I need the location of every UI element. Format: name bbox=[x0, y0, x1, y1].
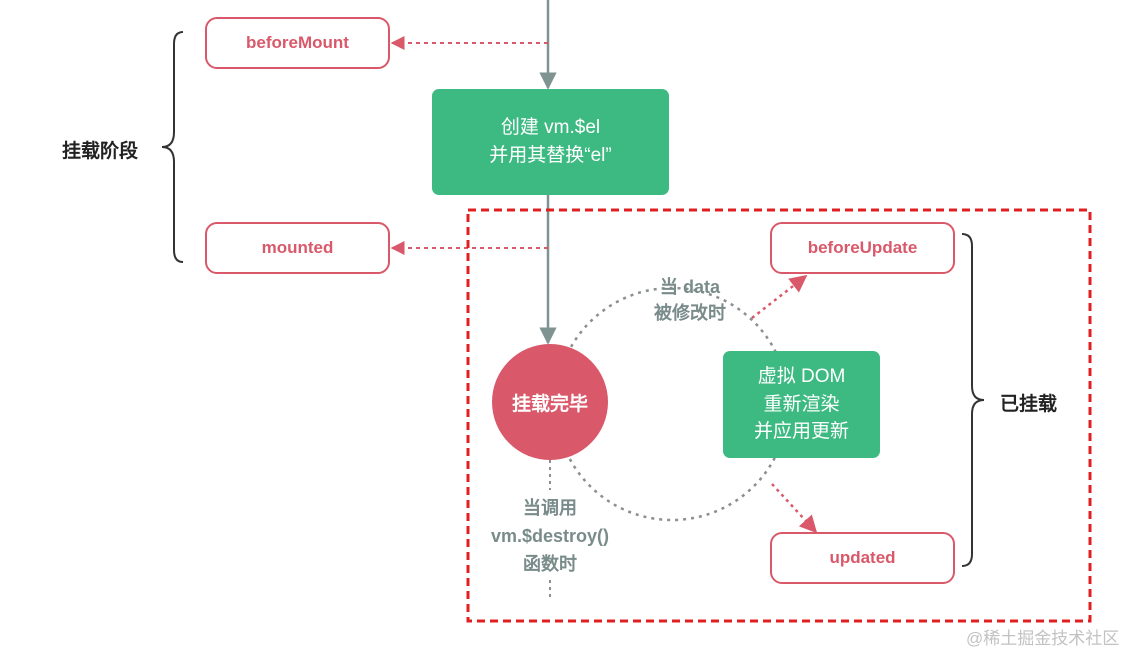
rerender-line3: 并应用更新 bbox=[753, 421, 849, 443]
hook-before-mount: beforeMount bbox=[205, 17, 390, 69]
brace-mounting bbox=[161, 31, 184, 263]
hook-updated: updated bbox=[770, 532, 955, 584]
destroy-note: 当调用 vm.$destroy() 函数时 bbox=[474, 495, 626, 579]
destroy-line1: 当调用 bbox=[523, 498, 577, 518]
arrow-to-before-update bbox=[751, 274, 808, 319]
hook-mounted: mounted bbox=[205, 222, 390, 274]
mounted-region-highlight bbox=[466, 208, 1092, 623]
watermark: @稀土掘金技术社区 bbox=[966, 629, 1120, 648]
hook-before-update: beforeUpdate bbox=[770, 222, 955, 274]
data-change-label: 当 data 被修改时 bbox=[630, 274, 750, 326]
destroy-line2: vm.$destroy() bbox=[490, 525, 610, 546]
create-el-line2: 并用其替换“el” bbox=[489, 145, 612, 166]
rerender-box: 虚拟 DOM 重新渲染 并应用更新 bbox=[723, 351, 880, 458]
rerender-line2: 重新渲染 bbox=[763, 393, 840, 415]
create-el-box: 创建 vm.$el 并用其替换“el” bbox=[432, 89, 669, 195]
mounted-complete-node: 挂载完毕 bbox=[492, 344, 608, 460]
arrow-to-updated bbox=[771, 483, 818, 534]
stage-label-mounting: 挂载阶段 bbox=[62, 141, 139, 162]
data-change-line1: 当 data bbox=[659, 277, 720, 297]
rerender-line1: 虚拟 DOM bbox=[757, 366, 846, 388]
create-el-line1: 创建 vm.$el bbox=[500, 116, 601, 138]
brace-mounted-state bbox=[961, 233, 985, 567]
data-change-line2: 被修改时 bbox=[654, 303, 726, 324]
destroy-line3: 函数时 bbox=[523, 553, 577, 574]
stage-label-mounted-state: 已挂载 bbox=[1000, 394, 1058, 415]
